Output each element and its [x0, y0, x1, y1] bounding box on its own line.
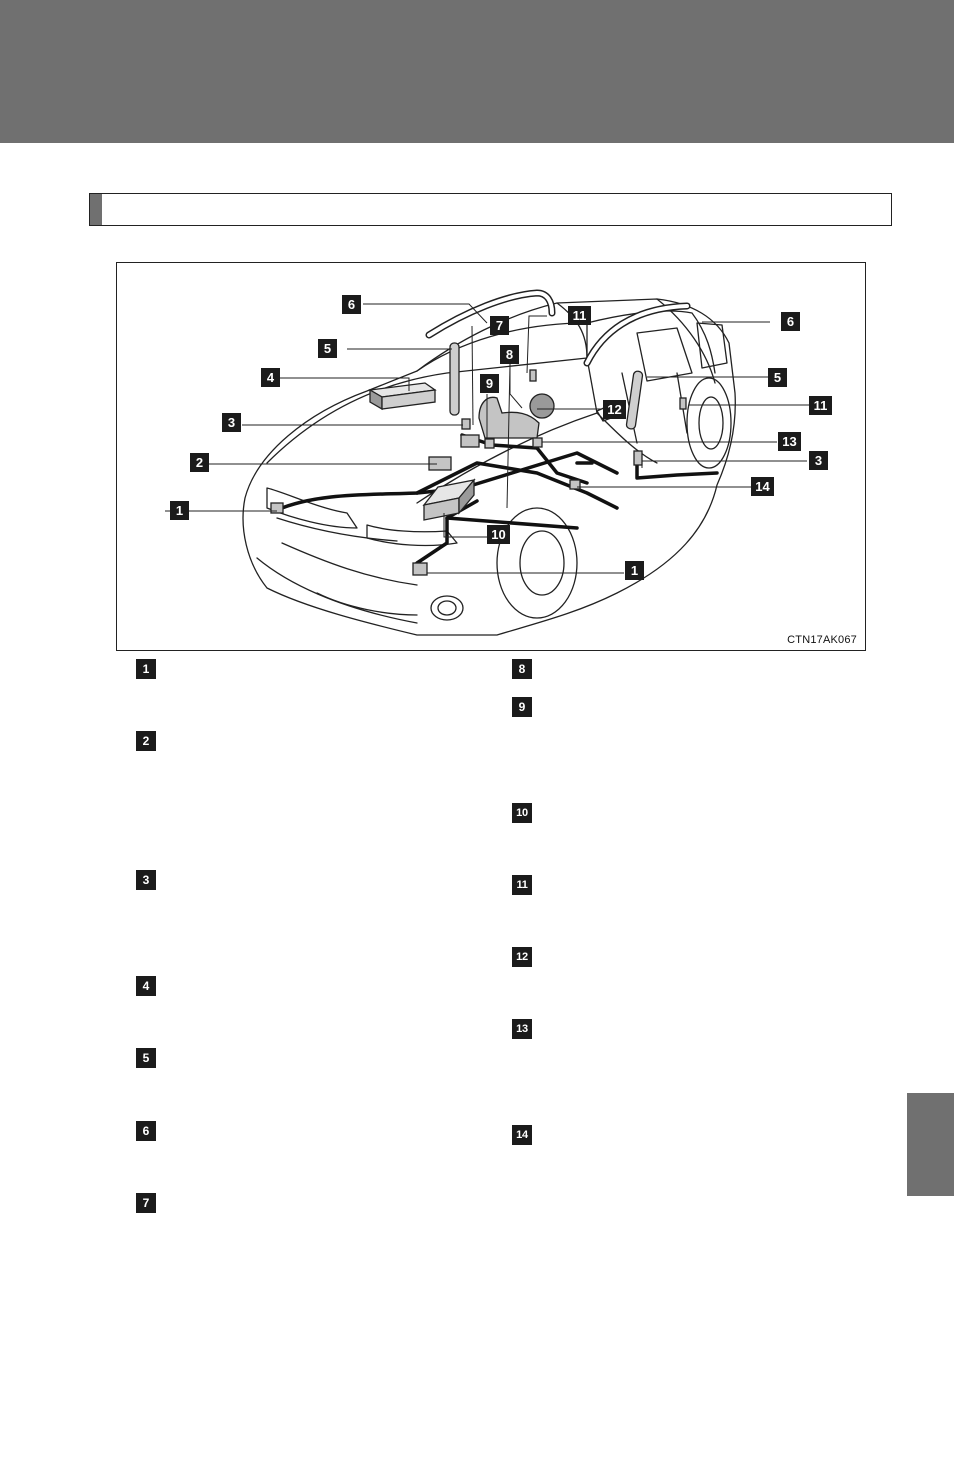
car-line-drawing	[165, 289, 812, 636]
section-title-bar	[89, 193, 892, 226]
callout-11-rear: 11	[809, 396, 832, 415]
legend-item-1: 1	[136, 659, 156, 679]
callout-7: 7	[490, 316, 509, 335]
legend-item-6: 6	[136, 1121, 156, 1141]
legend-item-8: 8	[512, 659, 532, 679]
legend-item-7: 7	[136, 1193, 156, 1213]
callout-6-curtain-left: 6	[342, 295, 361, 314]
callout-1-left: 1	[170, 501, 189, 520]
legend-item-13: 13	[512, 1019, 532, 1039]
callout-8: 8	[500, 345, 519, 364]
section-title-accent	[90, 194, 102, 225]
legend-item-9: 9	[512, 697, 532, 717]
callout-14: 14	[751, 477, 774, 496]
callout-2: 2	[190, 453, 209, 472]
callout-12: 12	[603, 400, 626, 419]
page-header-band	[0, 0, 954, 143]
legend-item-5: 5	[136, 1048, 156, 1068]
legend-item-14: 14	[512, 1125, 532, 1145]
callout-10: 10	[487, 525, 510, 544]
callout-9: 9	[480, 374, 499, 393]
figure-code: CTN17AK067	[787, 634, 857, 646]
airbag-system-figure: 6 7 11 6 5 8 4 9 5 12 11 3 13 2 3 14 1 1…	[116, 262, 866, 651]
callout-4: 4	[261, 368, 280, 387]
callout-3-rear: 3	[809, 451, 828, 470]
legend-item-2: 2	[136, 731, 156, 751]
callout-5-side-left: 5	[318, 339, 337, 358]
legend-item-10: 10	[512, 803, 532, 823]
callout-13: 13	[778, 432, 801, 451]
callout-1-right: 1	[625, 561, 644, 580]
legend-item-3: 3	[136, 870, 156, 890]
callout-5-side-right: 5	[768, 368, 787, 387]
callout-6-curtain-right: 6	[781, 312, 800, 331]
callout-3-front: 3	[222, 413, 241, 432]
legend-item-12: 12	[512, 947, 532, 967]
chapter-side-tab	[907, 1093, 954, 1196]
legend-item-4: 4	[136, 976, 156, 996]
callout-11-front: 11	[568, 306, 591, 325]
legend-item-11: 11	[512, 875, 532, 895]
